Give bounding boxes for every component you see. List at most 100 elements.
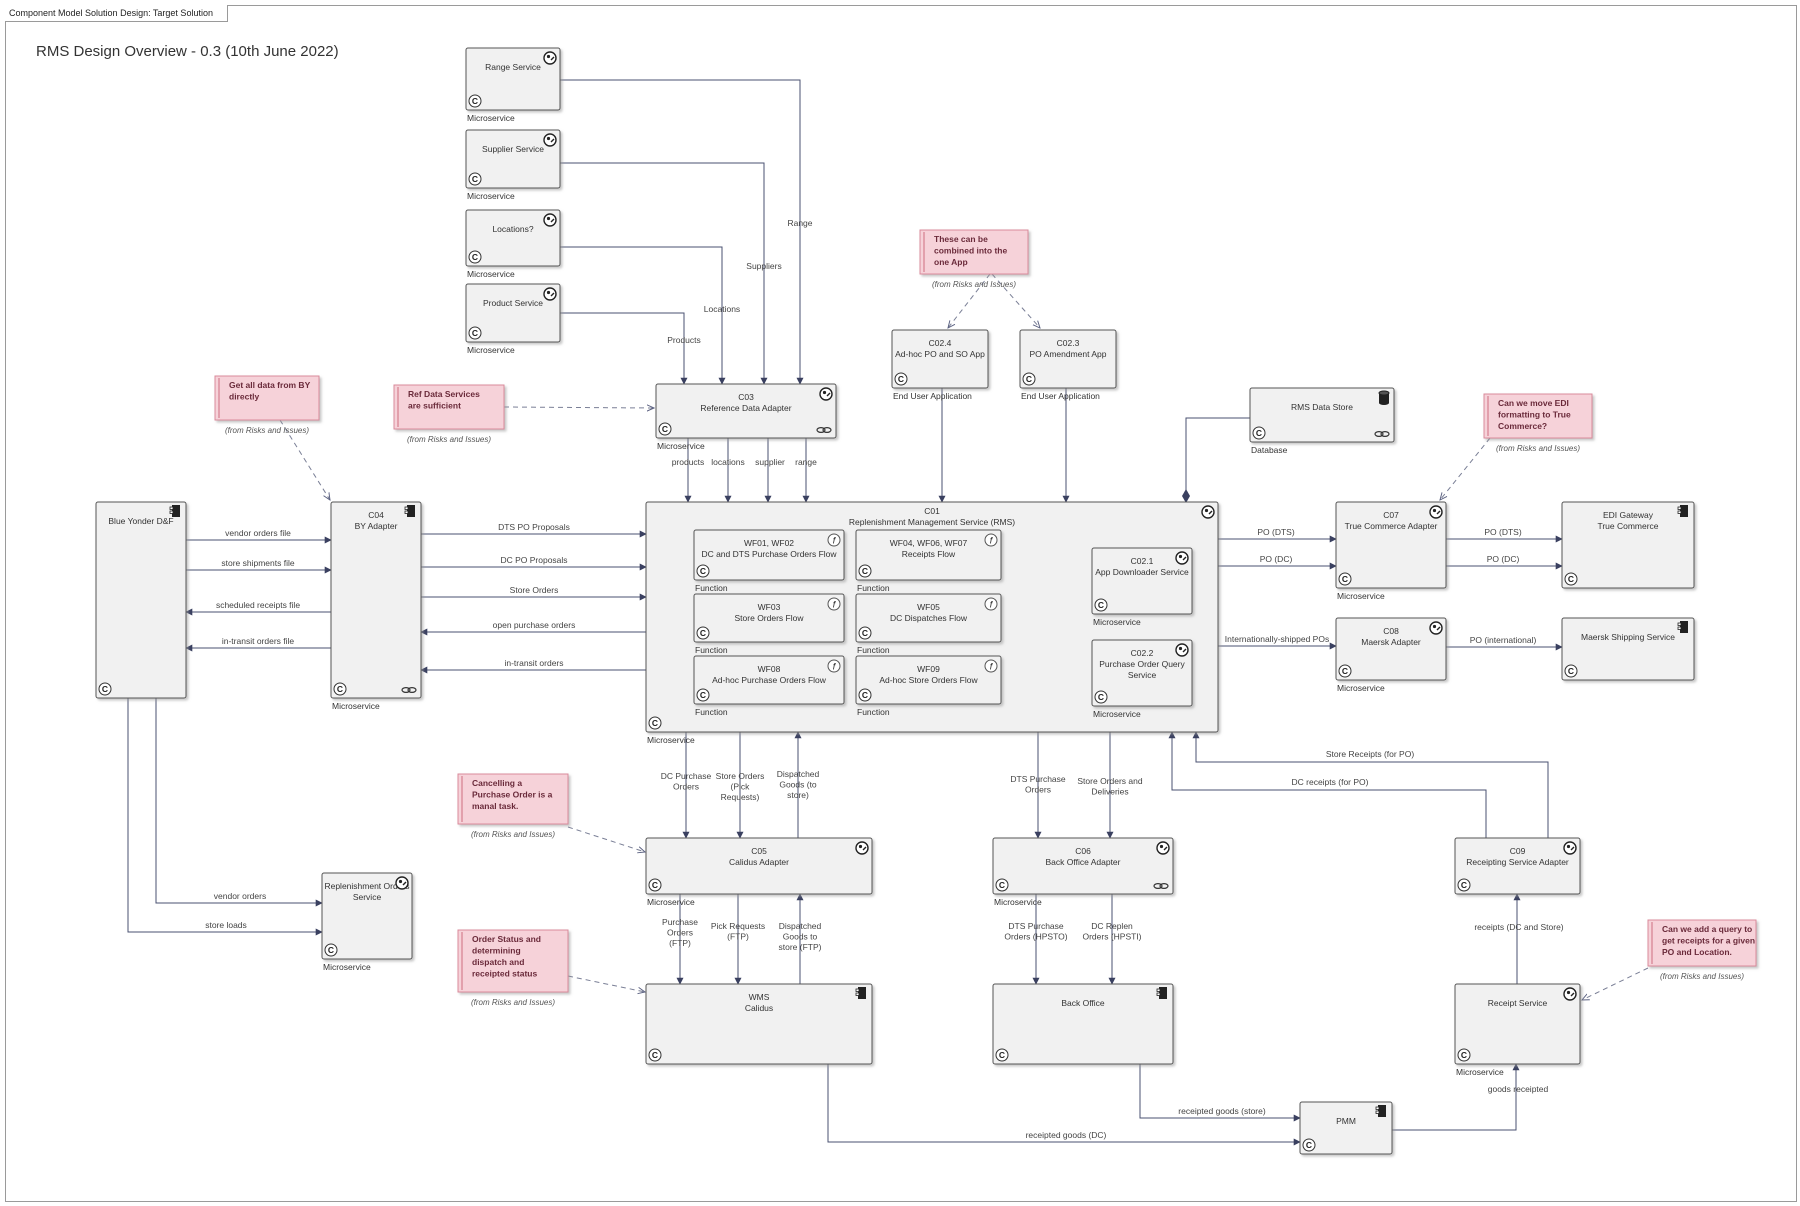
component-label: Replenishment Management Service (RMS) (849, 517, 1015, 527)
stereotype-label: Microservice (1337, 683, 1385, 693)
component-box (693, 529, 845, 581)
classifier-c-icon: C (696, 626, 710, 640)
classifier-c-icon: C (468, 172, 482, 186)
classifier-c-icon: C (468, 94, 482, 108)
note-source: (from Risks and Issues) (1496, 444, 1580, 453)
connector (279, 419, 330, 500)
stereotype-label: Microservice (657, 441, 705, 451)
component-label: EDI Gateway (1603, 510, 1654, 520)
component-label: Service (353, 892, 382, 902)
note-box (393, 384, 505, 430)
component-box (891, 329, 989, 389)
classifier-c-icon: C (648, 1048, 662, 1062)
connector (1582, 967, 1649, 1000)
component-icon (1429, 621, 1443, 635)
edge-label-po-dts: PO (DTS) (1257, 527, 1294, 537)
edge-label-dc-purchase-orders: DC Purchase (661, 771, 712, 781)
edge-label-supplier-lc: supplier (755, 457, 785, 467)
stereotype-label: Function (695, 583, 728, 593)
note-source: (from Risks and Issues) (225, 426, 309, 435)
component-label: WMS (749, 992, 770, 1002)
svg-text:C: C (337, 684, 343, 694)
component-blueyonder[interactable]: Blue Yonder D&FC (95, 501, 187, 699)
stereotype-label: Database (1251, 445, 1288, 455)
edge-label-po-dc: PO (DC) (1260, 554, 1293, 564)
component-label: C05 (751, 846, 767, 856)
node-icon (404, 505, 415, 517)
component-label: Store Orders Flow (735, 613, 805, 623)
connector (567, 975, 645, 992)
component-label: C06 (1075, 846, 1091, 856)
svg-text:f: f (833, 536, 837, 546)
component-icon (1201, 505, 1215, 519)
component-box (855, 593, 1002, 643)
note-text: determining (472, 946, 521, 956)
classifier-c-icon: C (658, 422, 672, 436)
stereotype-label: Microservice (467, 345, 515, 355)
component-label: Maersk Shipping Service (1581, 632, 1675, 642)
connector (1182, 417, 1250, 503)
edge-label-dispatched-goods: Goods (to (779, 780, 817, 790)
svg-text:C: C (700, 566, 706, 576)
component-label: C04 (368, 510, 384, 520)
component-icon (1563, 841, 1577, 855)
component-label: Calidus (745, 1003, 773, 1013)
component-label: PO Amendment App (1029, 349, 1106, 359)
edge-label-po-international: PO (international) (1470, 635, 1537, 645)
component-label: App Downloader Service (1095, 567, 1189, 577)
edge-label-dc-purchase-orders: Orders (673, 782, 699, 792)
svg-text:f: f (833, 600, 837, 610)
component-label: Receipting Service Adapter (1466, 857, 1569, 867)
products-connector (560, 312, 688, 385)
svg-text:C: C (1256, 428, 1262, 438)
svg-text:C: C (700, 690, 706, 700)
svg-text:C: C (898, 374, 904, 384)
component-label: C02.1 (1131, 556, 1154, 566)
connector (1440, 437, 1491, 500)
edge-label-dts-purchase-orders: DTS Purchase (1010, 774, 1066, 784)
edge-label-in-transit-orders-file: in-transit orders file (222, 636, 295, 646)
database-icon (1378, 390, 1390, 405)
classifier-c-icon: C (333, 682, 347, 696)
component-icon (1175, 551, 1189, 565)
note-text: manal task. (472, 801, 518, 811)
component-label: Purchase Order Query (1099, 659, 1185, 669)
svg-text:C: C (1568, 666, 1574, 676)
